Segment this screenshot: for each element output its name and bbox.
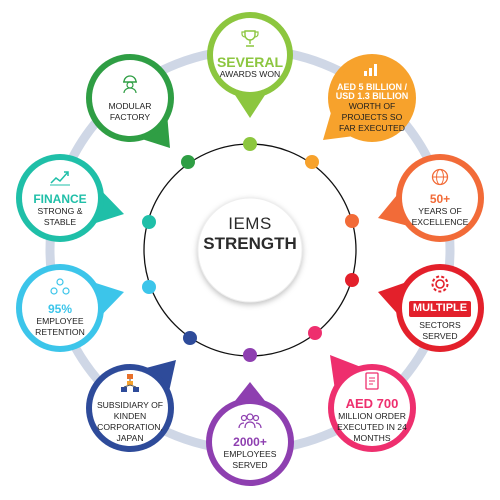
node-headline: AED 700 [345,396,399,412]
node-headline: MULTIPLE [408,301,472,317]
node-years: 50+ YEARS OF EXCELLENCE [405,156,475,240]
bar-chart-icon [363,62,381,81]
node-finance: FINANCE STRONG & STABLE [24,156,96,240]
node-awards: SEVERAL AWARDS WON [210,13,290,97]
node-description: MILLION ORDER EXECUTED IN 24 MONTHS [337,410,407,443]
node-headline: 95% [47,302,73,317]
connector-dot [305,155,319,169]
node-description: EMPLOYEE RETENTION [35,315,85,337]
connector-dot [181,155,195,169]
trophy-icon [240,29,260,53]
connector-dot [243,137,257,151]
connector-dot [142,280,156,294]
node-retention: 95% EMPLOYEE RETENTION [24,266,96,350]
worker-icon [120,74,140,99]
gear-icon [430,274,450,299]
center-disc [197,197,303,303]
growth-chart-icon [49,168,71,191]
connector-dot [345,273,359,287]
globe-icon [431,168,449,191]
node-headline: FINANCE [33,192,87,207]
node-description: SUBSIDIARY OF KINDEN CORPORATION, JAPAN [96,399,164,443]
connector-dot [308,326,322,340]
node-subsidiary: SUBSIDIARY OF KINDEN CORPORATION, JAPAN [92,366,168,450]
bubble-face [334,370,410,446]
connector-dot [345,214,359,228]
connector-dot [183,331,197,345]
node-headline: AED 5 BILLION / USD 1.3 BILLION [335,81,409,101]
bubble-face [402,160,478,236]
connector-dot [142,215,156,229]
node-description: AWARDS WON [219,69,281,80]
node-orders: AED 700 MILLION ORDER EXECUTED IN 24 MON… [334,366,410,450]
node-description: YEARS OF EXCELLENCE [411,205,469,227]
bubble-face [213,18,287,92]
node-description: WORTH OF PROJECTS SO FAR EXECUTED [339,101,405,134]
node-headline: 2000+ [233,435,267,450]
bubble-face [22,160,98,236]
node-sectors: MULTIPLE SECTORS SERVED [402,266,478,350]
node-description: EMPLOYEES SERVED [223,448,277,470]
connector-dot [243,348,257,362]
node-description: MODULAR FACTORY [108,100,152,122]
bubble-face [334,60,410,136]
bubble-face [92,370,168,446]
document-icon [364,372,380,395]
node-employees: 2000+ EMPLOYEES SERVED [214,400,286,484]
node-projects: AED 5 BILLION / USD 1.3 BILLION WORTH OF… [334,56,410,140]
bubble-face [212,404,288,480]
node-headline: SEVERAL [216,53,284,70]
center-title-line2: STRENGTH [203,233,297,253]
network-icon [120,373,140,398]
node-headline: 50+ [429,192,451,207]
bubble-pointer [233,92,267,118]
node-factory: MODULAR FACTORY [95,56,165,140]
center-title: IEMS STRENGTH [200,214,300,253]
center-title-line1: IEMS [228,214,272,233]
team-icon [50,278,70,301]
bubble-face [22,270,98,346]
bubble-pointer [232,382,268,404]
people-icon [238,413,262,434]
node-description: STRONG & STABLE [37,205,83,227]
bubble-pointer [330,355,362,389]
bubble-face [92,60,168,136]
node-description: SECTORS SERVED [419,319,461,341]
